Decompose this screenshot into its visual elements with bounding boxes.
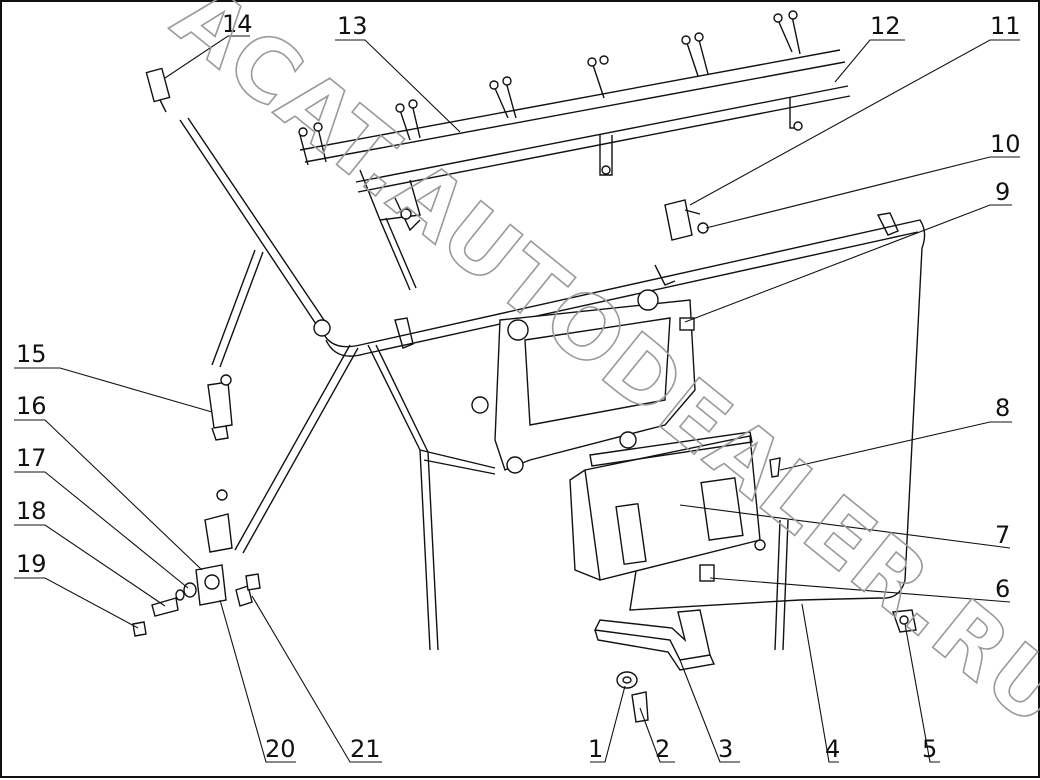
part-drawings bbox=[132, 10, 926, 723]
sensor-15 bbox=[207, 374, 233, 441]
small-hardware bbox=[132, 489, 261, 637]
sensor-14 bbox=[145, 67, 171, 113]
bolt-8 bbox=[769, 457, 781, 478]
callout-12: 12 bbox=[870, 12, 901, 40]
leader-lines bbox=[14, 35, 1020, 763]
callout-3: 3 bbox=[718, 735, 733, 763]
callout-13: 13 bbox=[337, 12, 368, 40]
callout-21: 21 bbox=[350, 735, 381, 763]
clip-5 bbox=[892, 609, 917, 633]
ecu-module bbox=[569, 431, 766, 582]
washer-and-bolt bbox=[616, 671, 649, 723]
callout-4: 4 bbox=[825, 735, 840, 763]
callout-9: 9 bbox=[995, 178, 1010, 206]
ecu-bracket bbox=[471, 289, 696, 474]
callout-numbers: 14 13 12 11 10 9 8 7 6 1 2 3 4 5 20 21 1… bbox=[16, 10, 1021, 763]
callout-18: 18 bbox=[16, 497, 47, 525]
callout-19: 19 bbox=[16, 550, 47, 578]
callout-7: 7 bbox=[995, 521, 1010, 549]
callout-2: 2 bbox=[655, 735, 670, 763]
callout-6: 6 bbox=[995, 575, 1010, 603]
callout-1: 1 bbox=[588, 735, 603, 763]
callout-10: 10 bbox=[990, 130, 1021, 158]
bracket-3 bbox=[593, 609, 716, 671]
callout-15: 15 bbox=[16, 340, 47, 368]
tube-lines bbox=[179, 117, 926, 651]
callout-11: 11 bbox=[990, 12, 1021, 40]
callout-20: 20 bbox=[265, 735, 296, 763]
callout-8: 8 bbox=[995, 394, 1010, 422]
sensor-11 bbox=[664, 199, 709, 241]
callout-5: 5 bbox=[922, 735, 937, 763]
watermark-text: ACAT.AUTODEALER.RU bbox=[155, 0, 1040, 747]
injector-harness bbox=[298, 10, 851, 291]
callout-14: 14 bbox=[222, 10, 253, 38]
callout-16: 16 bbox=[16, 392, 47, 420]
callout-17: 17 bbox=[16, 444, 47, 472]
